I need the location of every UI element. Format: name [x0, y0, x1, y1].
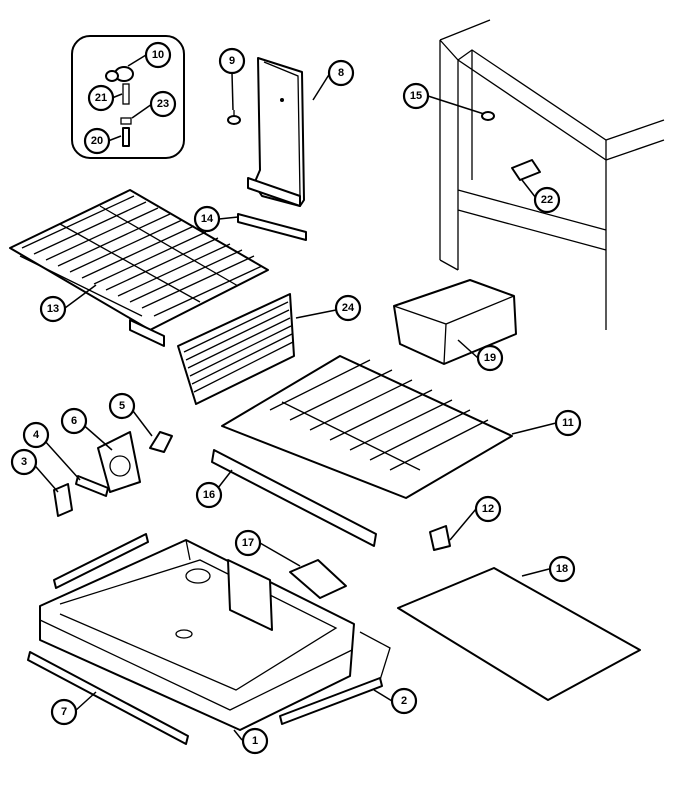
svg-text:7: 7	[61, 706, 67, 718]
svg-text:24: 24	[342, 302, 355, 314]
part-3-switch	[53, 483, 73, 517]
part-24-panel	[177, 293, 295, 405]
callout-7: 7	[50, 698, 78, 726]
svg-text:18: 18	[556, 563, 568, 575]
svg-text:4: 4	[33, 429, 40, 441]
part-2-rails	[53, 533, 391, 725]
svg-text:8: 8	[338, 67, 344, 79]
part-1-base-pan	[39, 539, 355, 731]
callout-15: 15	[402, 82, 430, 110]
svg-text:3: 3	[21, 456, 27, 468]
svg-text:20: 20	[91, 135, 103, 147]
callout-5: 5	[108, 392, 136, 420]
svg-text:5: 5	[119, 400, 125, 412]
callout-23: 23	[149, 90, 177, 118]
callout-17: 17	[234, 529, 262, 557]
svg-text:17: 17	[242, 537, 254, 549]
callout-8: 8	[327, 59, 355, 87]
svg-text:23: 23	[157, 98, 169, 110]
callout-20: 20	[83, 127, 111, 155]
svg-text:22: 22	[541, 194, 553, 206]
svg-text:19: 19	[484, 352, 496, 364]
part-4-bracket	[75, 475, 109, 497]
part-13-wire-shelf	[9, 189, 269, 347]
callout-9: 9	[218, 47, 246, 75]
part-6-shroud	[97, 431, 141, 493]
callout-14: 14	[193, 205, 221, 233]
part-17-block	[289, 559, 347, 599]
callout-24: 24	[334, 294, 362, 322]
svg-text:15: 15	[410, 90, 422, 102]
callout-18: 18	[548, 555, 576, 583]
callout-3: 3	[10, 448, 38, 476]
svg-text:10: 10	[152, 49, 164, 61]
callout-22: 22	[533, 186, 561, 214]
callout-19: 19	[476, 344, 504, 372]
svg-text:11: 11	[562, 417, 574, 429]
cabinet-section	[439, 19, 665, 330]
part-18-cover	[397, 567, 641, 701]
svg-text:21: 21	[95, 92, 107, 104]
callout-12: 12	[474, 495, 502, 523]
part-19-bin	[393, 279, 517, 365]
callout-13: 13	[39, 295, 67, 323]
callout-2: 2	[390, 687, 418, 715]
callout-11: 11	[554, 409, 582, 437]
callout-4: 4	[22, 421, 50, 449]
svg-text:16: 16	[203, 489, 215, 501]
part-8-panel	[247, 57, 305, 207]
callout-21: 21	[87, 84, 115, 112]
svg-text:6: 6	[71, 415, 77, 427]
part-14-bracket	[237, 213, 307, 241]
callout-6: 6	[60, 407, 88, 435]
svg-text:2: 2	[401, 695, 407, 707]
callout-1: 1	[241, 727, 269, 755]
svg-text:13: 13	[47, 303, 59, 315]
part-11-crisper-cover	[221, 355, 513, 499]
svg-text:12: 12	[482, 503, 494, 515]
part-16-trim	[211, 449, 377, 547]
svg-text:14: 14	[201, 213, 214, 225]
part-7-rail	[27, 651, 189, 745]
part-9-screw	[227, 110, 241, 125]
part-5-fan	[149, 431, 173, 453]
callout-16: 16	[195, 481, 223, 509]
part-12-clip	[429, 525, 451, 551]
callout-10: 10	[144, 41, 172, 69]
svg-text:9: 9	[229, 55, 235, 67]
svg-text:1: 1	[252, 735, 258, 747]
